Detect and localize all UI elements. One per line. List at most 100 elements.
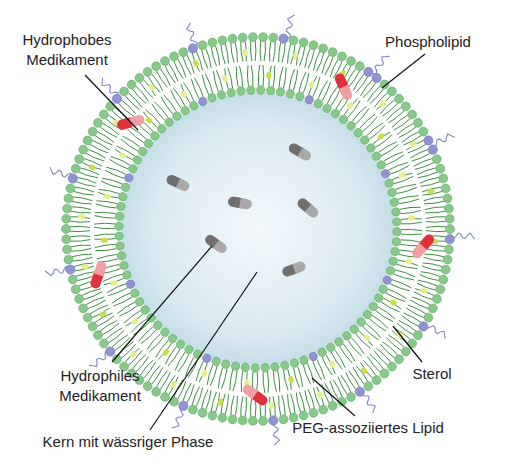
sterol-molecule [379, 99, 388, 108]
lipid-tail [149, 337, 164, 352]
lipid-tail [199, 363, 207, 382]
capsule-half [296, 196, 321, 219]
lipid-tail [360, 80, 372, 96]
sterol-molecule [118, 151, 127, 159]
lipid-tail [128, 129, 144, 142]
hydrophilic-drug [281, 260, 307, 278]
lipid-tail [82, 289, 101, 296]
lipid-tail [106, 167, 126, 174]
phospholipid-head [257, 86, 265, 94]
phospholipid-head [63, 204, 72, 213]
lipid-tail [418, 172, 437, 178]
lipid-tail [426, 226, 446, 227]
lipid-tail [169, 377, 178, 395]
phospholipid-head [66, 184, 75, 193]
lipid-tail [160, 68, 170, 85]
leader-line [393, 326, 422, 362]
phospholipid-head [445, 245, 454, 254]
peg-lipid-head [179, 401, 188, 410]
hydrophobic-drug [241, 383, 270, 408]
lipid-tail [348, 340, 362, 356]
phospholipid-head [414, 118, 423, 127]
phospholipid-head [218, 36, 227, 45]
phospholipid-head [388, 87, 397, 96]
lipid-tail [279, 396, 281, 416]
lipid-tail [112, 335, 128, 347]
phospholipid-head [188, 405, 197, 414]
lipid-tail [426, 221, 446, 223]
lipid-tail [309, 76, 317, 95]
phospholipid-head [181, 106, 189, 114]
lipid-tail [401, 229, 422, 230]
sterol-molecule [101, 237, 109, 243]
lipid-tail [397, 123, 413, 135]
phospholipid-head [176, 340, 184, 348]
phospholipid-head [138, 147, 146, 155]
hydrophobic-drug [333, 72, 354, 102]
lipid-tail [205, 74, 213, 94]
lipid-tail [353, 74, 364, 91]
lipid-tail [348, 71, 359, 88]
phospholipid-head [208, 94, 216, 102]
phospholipid-head [228, 34, 237, 43]
lipid-tail [96, 201, 117, 204]
phospholipid-head [185, 345, 193, 353]
phospholipid-head [309, 41, 318, 50]
lipid-tail [70, 240, 90, 242]
lipid-tail [395, 184, 415, 189]
phospholipid-head [445, 204, 454, 213]
lipid-tail [75, 187, 94, 192]
capsule-half [176, 178, 185, 189]
lipid-tail [221, 369, 226, 389]
lipid-tail [90, 144, 108, 153]
lipid-tail [386, 107, 401, 120]
lipid-tail [296, 393, 300, 413]
lipid-tail [161, 97, 173, 114]
lipid-tail [108, 330, 124, 342]
lipid-tail [348, 371, 359, 388]
sterol-molecule [398, 171, 407, 178]
phospholipid-head [68, 275, 77, 284]
lipid-tail [322, 55, 329, 74]
lipid-tail [273, 371, 276, 392]
peg-lipid-head [106, 347, 115, 356]
phospholipid-head [428, 304, 437, 313]
lipid-tail [327, 86, 338, 104]
lipid-tail [313, 361, 322, 380]
sterol-molecule [78, 214, 86, 220]
phospholipid-head [323, 104, 331, 112]
phospholipid-head [327, 343, 335, 351]
phospholipid-head [319, 405, 328, 414]
capsule-half [165, 173, 185, 189]
phospholipid-head [62, 214, 71, 223]
lipid-tail [94, 234, 115, 236]
lipid-tail [100, 321, 117, 332]
lipid-tail [303, 365, 311, 385]
hydrophilic-drug [227, 196, 252, 210]
lipid-tail [264, 41, 265, 61]
lipid-tail [119, 306, 137, 316]
lipid-tail [346, 372, 356, 389]
lipid-tail [95, 135, 113, 145]
lipid-tail [183, 57, 191, 75]
sterol-molecule [88, 164, 97, 171]
lipid-tail [144, 80, 156, 96]
sterol-molecule [169, 380, 177, 389]
lipid-tail [144, 362, 156, 378]
lipid-tail [128, 93, 142, 108]
lipid-tail [70, 231, 90, 232]
lipid-tail [239, 66, 242, 87]
phospholipid-head [392, 237, 400, 245]
phospholipid-head [64, 255, 73, 264]
lipid-tail [384, 152, 403, 161]
capsule-half [339, 85, 350, 94]
lipid-tail [283, 67, 286, 88]
phospholipid-head [231, 362, 239, 370]
lipid-tail [206, 48, 211, 67]
lipid-tail [110, 159, 129, 169]
lipid-tail [421, 182, 440, 187]
phospholipid-head [281, 361, 289, 369]
lipid-tail [326, 355, 335, 374]
phospholipid-head [237, 87, 245, 95]
lipid-tail [341, 375, 351, 392]
